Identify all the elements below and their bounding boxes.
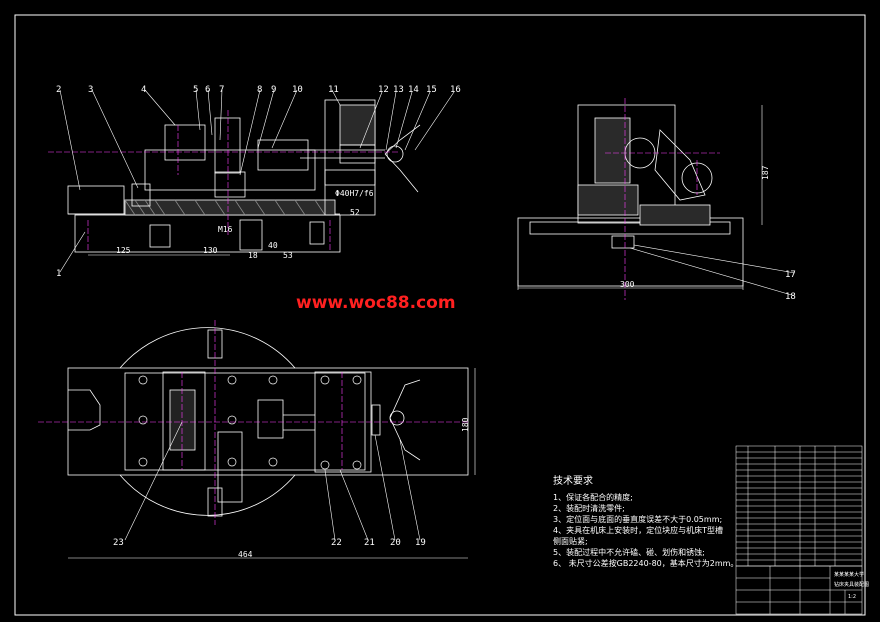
dim-fit: Φ40H7/f6 <box>335 189 374 198</box>
tech-note-2: 2、装配时清洗零件; <box>553 503 625 513</box>
balloon-19: 19 <box>415 538 426 548</box>
balloon-15: 15 <box>426 85 437 95</box>
balloon-16: 16 <box>450 85 461 95</box>
title-block-scale: 1:2 <box>848 594 856 600</box>
dim-130: 130 <box>203 246 218 255</box>
balloon-18: 18 <box>785 292 796 302</box>
tech-note-1: 1、保证各配合的精度; <box>553 492 633 502</box>
balloon-7: 7 <box>219 85 224 95</box>
dim-125: 125 <box>116 246 131 255</box>
technical-requirements: 技术要求 1、保证各配合的精度; 2、装配时清洗零件; 3、定位面与底面的垂直度… <box>553 474 738 568</box>
parts-list <box>735 445 863 567</box>
balloon-12: 12 <box>378 85 389 95</box>
balloon-3: 3 <box>88 85 93 95</box>
dim-180: 180 <box>461 417 470 432</box>
balloon-4: 4 <box>141 85 146 95</box>
top-view-holes <box>138 375 362 470</box>
balloon-21: 21 <box>364 538 375 548</box>
tech-notes-title: 技术要求 <box>553 474 593 487</box>
top-view-centerlines <box>38 320 470 525</box>
balloon-23: 23 <box>113 538 124 548</box>
dim-m16: M16 <box>218 225 233 234</box>
title-block <box>735 565 863 615</box>
title-block-drawing-name: 钻床夹具装配图 <box>834 581 869 588</box>
dim-40: 40 <box>268 241 278 250</box>
dim-464: 464 <box>238 550 253 559</box>
side-view-centerlines <box>605 98 720 300</box>
top-leaders <box>68 368 476 559</box>
dim-53: 53 <box>283 251 293 260</box>
front-leaders <box>59 89 455 273</box>
drawing-frame <box>14 14 866 616</box>
tech-note-5: 侧面贴紧; <box>553 536 588 546</box>
title-block-school: 某某某某大学 <box>834 571 864 578</box>
tech-note-7: 6、 未尺寸公差按GB2240-80，基本尺寸为2mm。 <box>553 558 738 568</box>
balloon-6: 6 <box>205 85 210 95</box>
front-view-centerlines <box>48 110 400 250</box>
balloon-13: 13 <box>393 85 404 95</box>
watermark-text: www.woc88.com <box>296 293 456 313</box>
balloon-8: 8 <box>257 85 262 95</box>
side-leaders <box>517 105 796 297</box>
tech-note-3: 3、定位面与底面的垂直度误差不大于0.05mm; <box>553 514 722 524</box>
tech-note-4: 4、夹具在机床上安装时，定位块应与机床T型槽 <box>553 525 723 535</box>
balloon-11: 11 <box>328 85 339 95</box>
balloon-20: 20 <box>390 538 401 548</box>
balloon-5: 5 <box>193 85 198 95</box>
tech-note-6: 5、装配过程中不允许磕、碰、划伤和锈蚀; <box>553 547 705 557</box>
dim-52: 52 <box>350 208 360 217</box>
balloon-9: 9 <box>271 85 276 95</box>
side-view <box>517 104 744 287</box>
front-view <box>67 99 421 253</box>
dim-187: 187 <box>761 165 770 180</box>
balloon-10: 10 <box>292 85 303 95</box>
top-view <box>67 327 469 517</box>
dim-300: 300 <box>620 280 635 289</box>
dim-18: 18 <box>248 251 258 260</box>
balloon-22: 22 <box>331 538 342 548</box>
balloon-14: 14 <box>408 85 419 95</box>
balloon-1: 1 <box>56 269 61 279</box>
balloon-2: 2 <box>56 85 61 95</box>
balloon-17: 17 <box>785 270 796 280</box>
